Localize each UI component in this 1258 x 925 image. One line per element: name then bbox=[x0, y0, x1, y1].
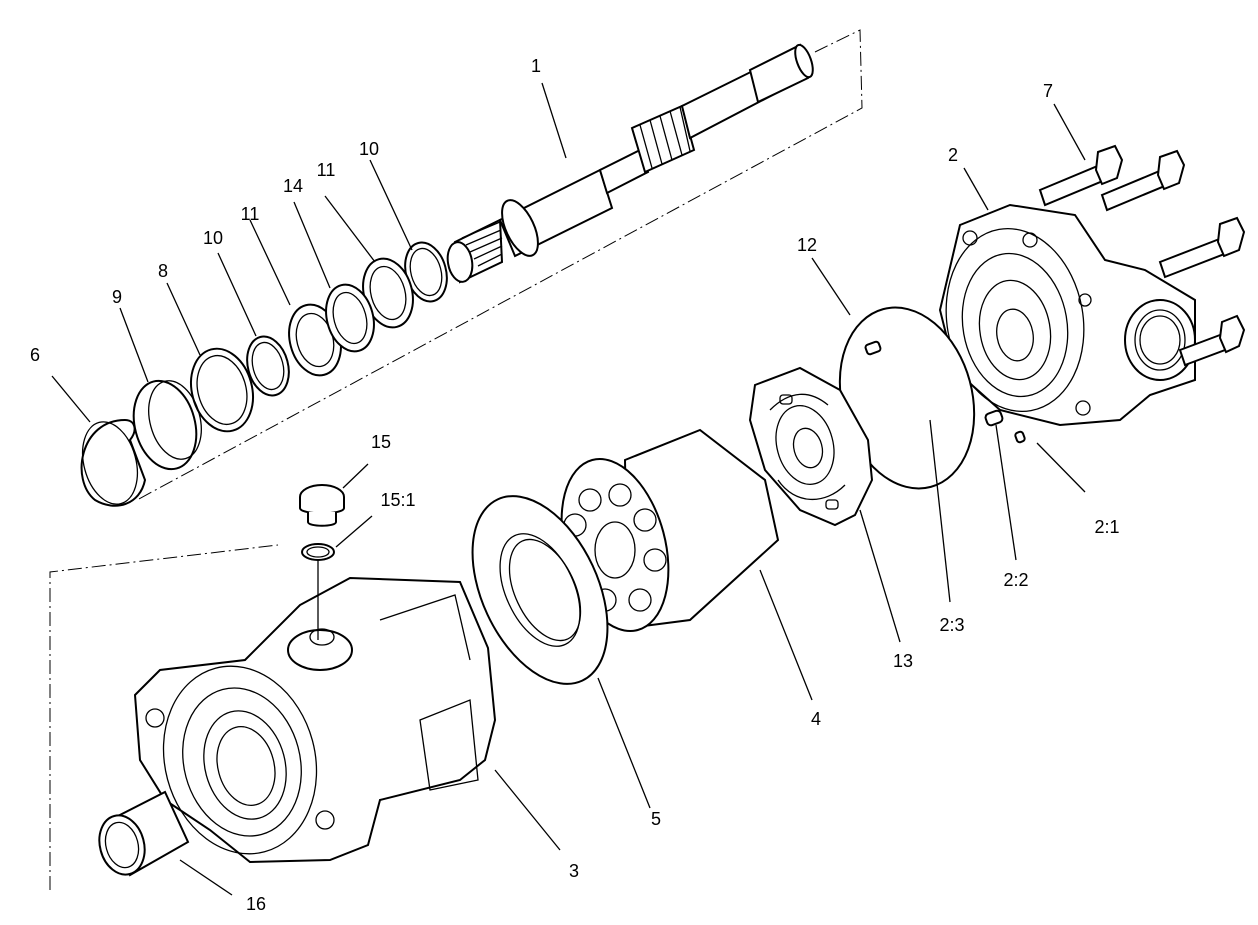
label-10a: 10 bbox=[203, 228, 223, 248]
label-11b: 11 bbox=[317, 160, 336, 180]
part-13-valve-plate bbox=[748, 366, 874, 527]
label-2-1: 2:1 bbox=[1094, 517, 1119, 537]
label-12: 12 bbox=[797, 235, 817, 255]
label-13: 13 bbox=[893, 651, 913, 671]
part-10-retaining-ring-b bbox=[404, 241, 448, 303]
label-4: 4 bbox=[811, 709, 821, 729]
label-1: 1 bbox=[531, 56, 541, 76]
label-16: 16 bbox=[246, 894, 266, 914]
label-2: 2 bbox=[948, 145, 958, 165]
part-15-plug bbox=[299, 484, 345, 527]
part-2-1-pin bbox=[1014, 430, 1026, 444]
label-2-2: 2:2 bbox=[1003, 570, 1028, 590]
part-14-spacer bbox=[325, 283, 375, 353]
label-15-1: 15:1 bbox=[380, 490, 415, 510]
part-8-ring bbox=[190, 347, 254, 433]
part-1-shaft bbox=[446, 43, 814, 284]
part-2-end-cover bbox=[938, 203, 1196, 427]
part-15-1-seal-ring bbox=[301, 543, 335, 561]
label-15: 15 bbox=[371, 432, 391, 452]
part-10-retaining-ring-a bbox=[246, 335, 290, 397]
label-7: 7 bbox=[1043, 81, 1053, 101]
part-7-bolts bbox=[1038, 144, 1246, 367]
part-3-housing bbox=[133, 576, 497, 864]
label-2-3: 2:3 bbox=[939, 615, 964, 635]
boundary-lines bbox=[49, 29, 863, 890]
leader-lines bbox=[51, 82, 1086, 896]
label-14: 14 bbox=[283, 176, 303, 196]
label-3: 3 bbox=[569, 861, 579, 881]
part-16-needle-bearing bbox=[98, 790, 190, 877]
label-6: 6 bbox=[30, 345, 40, 365]
label-9: 9 bbox=[112, 287, 122, 307]
label-5: 5 bbox=[651, 809, 661, 829]
part-5-thrust-plate bbox=[471, 495, 609, 685]
part-9-bushing bbox=[132, 379, 202, 471]
label-10b: 10 bbox=[359, 139, 379, 159]
label-8: 8 bbox=[158, 261, 168, 281]
part-2-2-pin bbox=[984, 409, 1004, 427]
callout-labels: 1 2 2:1 2:2 2:3 3 4 5 6 7 8 9 10 10 11 1… bbox=[30, 56, 1120, 914]
label-11a: 11 bbox=[241, 204, 260, 224]
